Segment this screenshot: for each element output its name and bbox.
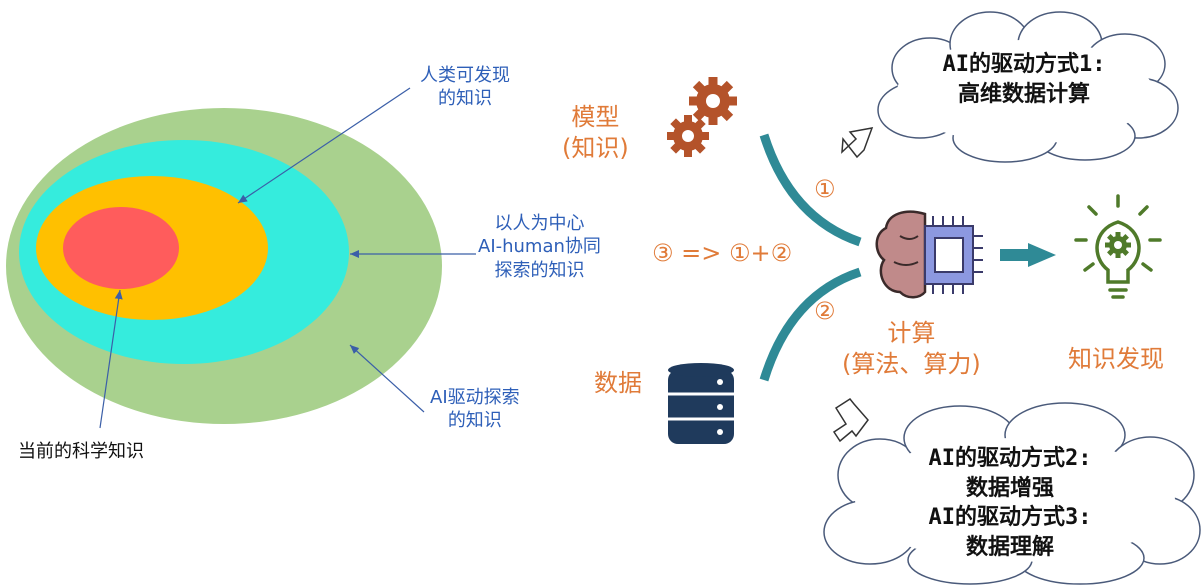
- cloud-bottom-line1: AI的驱动方式2:: [928, 446, 1092, 471]
- label-ai-human: 以人为中心 AI-human协同 探索的知识: [478, 212, 601, 282]
- curve-data-to-compute: [759, 267, 862, 382]
- red-ellipse-current-knowledge: [63, 207, 179, 289]
- cloud-top-text: AI的驱动方式1: 高维数据计算: [904, 50, 1144, 109]
- arrow-to-discovery: [1000, 243, 1056, 267]
- label-ai-human-line3: 探索的知识: [494, 259, 585, 281]
- label-ai-driven-line2: 的知识: [447, 410, 502, 432]
- label-model-line2: (知识): [562, 134, 629, 163]
- outline-arrow-to-top-cloud: [841, 127, 874, 159]
- label-formula: ③ => ①+②: [652, 239, 793, 267]
- label-human-knowledge-line2: 的知识: [438, 88, 492, 110]
- curve-model-to-compute: [759, 133, 862, 247]
- cloud-top-line2: 高维数据计算: [957, 81, 1090, 107]
- label-current-knowledge: 当前的科学知识: [18, 441, 144, 462]
- pointer-ai-driven: [349, 344, 425, 413]
- label-discovery: 知识发现: [1068, 345, 1164, 373]
- label-compute-line1: 计算: [887, 319, 936, 347]
- cloud-bottom-text: AI的驱动方式2: 数据增强 AI的驱动方式3: 数据理解: [870, 444, 1150, 563]
- label-compute-line2: (算法、算力): [842, 350, 981, 379]
- label-human-knowledge: 人类可发现 的知识: [420, 64, 510, 111]
- label-ai-human-line1: 以人为中心: [494, 213, 585, 234]
- brain-chip-icon: [875, 210, 983, 299]
- label-num2: ②: [814, 297, 836, 325]
- cloud-bottom-line2: 数据增强: [965, 475, 1054, 501]
- label-ai-human-line2: AI-human协同: [478, 236, 601, 258]
- database-icon: [668, 363, 734, 444]
- label-model-line1: 模型: [571, 103, 620, 131]
- lightbulb-gear-icon: [1074, 194, 1162, 299]
- cloud-top: [877, 11, 1179, 163]
- label-ai-driven-line1: AI驱动探索: [430, 387, 520, 408]
- label-compute: 计算 (算法、算力): [842, 318, 981, 380]
- cloud-bottom-line4: 数据理解: [965, 535, 1054, 561]
- pointer-human-knowledge: [237, 87, 411, 204]
- label-num1: ①: [814, 175, 836, 203]
- label-ai-driven: AI驱动探索 的知识: [430, 386, 520, 433]
- outline-arrow-to-bottom-cloud: [832, 398, 869, 443]
- cloud-bottom: [823, 402, 1201, 585]
- pointer-current: [99, 289, 123, 429]
- label-model: 模型 (知识): [562, 102, 629, 164]
- label-human-knowledge-line1: 人类可发现: [420, 65, 510, 86]
- label-data: 数据: [594, 369, 642, 397]
- cloud-top-line1: AI的驱动方式1:: [942, 52, 1106, 77]
- gears-icon: [667, 77, 737, 157]
- cloud-bottom-line3: AI的驱动方式3:: [928, 505, 1092, 531]
